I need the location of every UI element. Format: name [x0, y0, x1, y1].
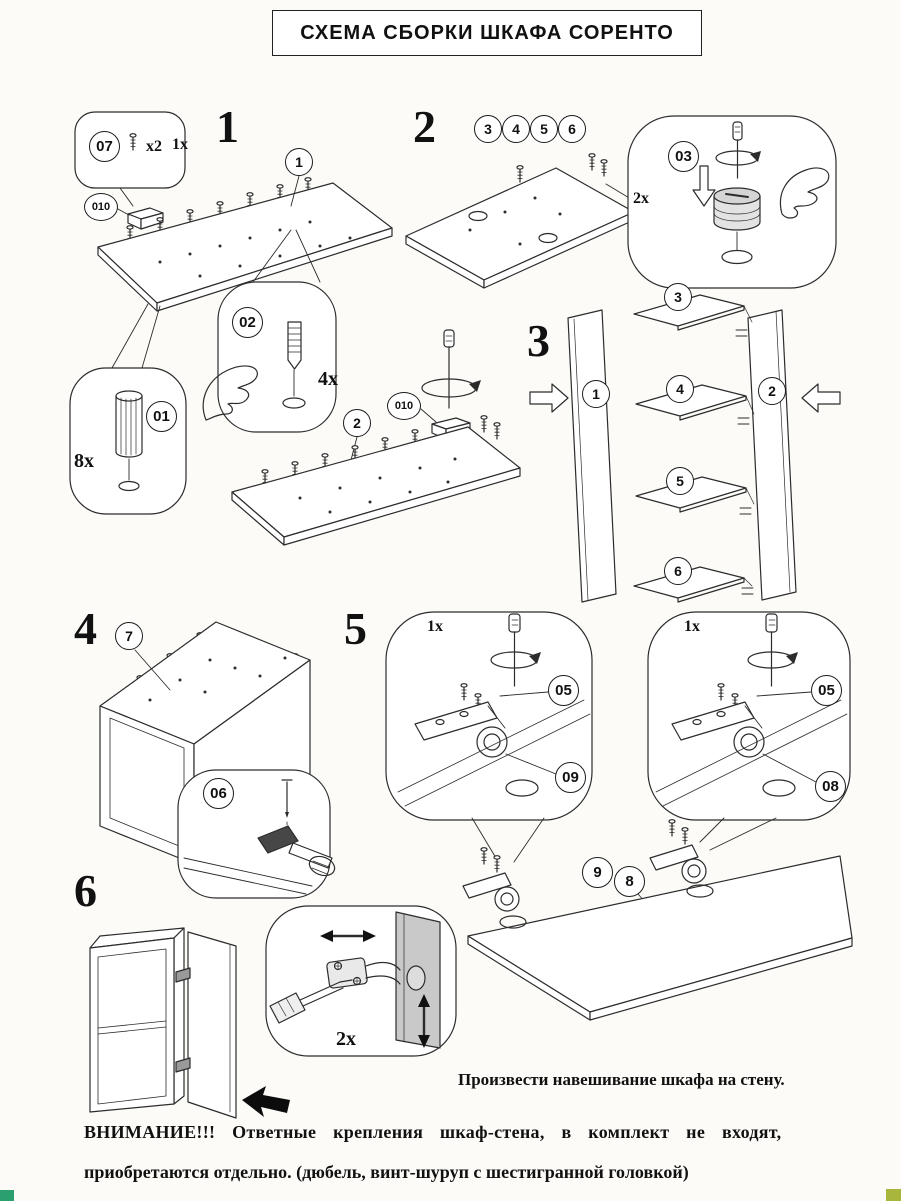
- step-2-number: 2: [413, 101, 436, 152]
- panel-icon: [405, 153, 635, 289]
- warning-line-1: ВНИМАНИЕ!!! Ответные крепления шкаф-стен…: [84, 1122, 782, 1142]
- shelf-callout-6: 6: [664, 557, 692, 585]
- qty-kit-x2: x2: [146, 138, 162, 155]
- hand-icon: [202, 365, 258, 421]
- part-callout-4: 4: [502, 115, 530, 143]
- side-panel-left-icon: [567, 309, 617, 603]
- hinge-icon: [462, 872, 520, 912]
- side-panel-right-icon: [735, 309, 797, 601]
- assemble-arrow-left-icon: [529, 383, 569, 413]
- bracket-icon: [117, 207, 164, 230]
- part-callout-5: 5: [530, 115, 558, 143]
- warning-line-2: приобретаются отдельно. (дюбель, винт-шу…: [84, 1162, 689, 1182]
- dowel-callout-bubble: [217, 281, 337, 433]
- shelf-icons: [633, 294, 755, 603]
- panel-callout-1: 1: [582, 380, 610, 408]
- shelf-callout-5: 5: [666, 467, 694, 495]
- cam-lock-icon: [713, 187, 761, 265]
- step-6-artwork: [89, 905, 457, 1119]
- press-down-arrow-icon: [692, 165, 716, 207]
- adjustment-arrows-icon: [320, 930, 430, 1048]
- nail-callout-bubble: [177, 769, 331, 899]
- mount-note: Произвести навешивание шкафа на стену.: [458, 1070, 785, 1089]
- part-callout-06: 06: [203, 778, 234, 809]
- part-callout-8: 8: [614, 866, 645, 897]
- dowel-icon: [282, 321, 306, 409]
- shelf-callout-4: 4: [666, 375, 694, 403]
- hinge-icon: [326, 957, 426, 991]
- qty-step2-2x: 2x: [633, 190, 649, 207]
- rotation-arrow-icon: [715, 150, 761, 166]
- leg-icon: [115, 390, 143, 492]
- step-6-number: 6: [74, 865, 97, 916]
- hinge-icon: [649, 844, 707, 884]
- qty-hinge-a-1x: 1x: [427, 618, 443, 635]
- page-title: СХЕМА СБОРКИ ШКАФА СОРЕНТО: [300, 21, 674, 44]
- step-4-artwork: [99, 621, 336, 899]
- screw-icon: [493, 422, 501, 440]
- step-1-artwork: [69, 111, 521, 546]
- step-3-number: 3: [527, 315, 550, 366]
- part-callout-05-b: 05: [811, 675, 842, 706]
- scan-artifact-right: [886, 1189, 901, 1201]
- open-door-icon: [175, 931, 237, 1119]
- scan-artifact-left: [0, 1190, 14, 1201]
- part-callout-08: 08: [815, 771, 846, 802]
- part-callout-9: 9: [582, 857, 613, 888]
- part-callout-09: 09: [555, 762, 586, 793]
- part-callout-01: 01: [146, 401, 177, 432]
- step-1-number: 1: [216, 101, 239, 152]
- qty-step6-2x: 2x: [336, 1028, 356, 1050]
- step-3-artwork: [529, 294, 841, 603]
- cabinet-front-icon: [89, 927, 185, 1113]
- hammer-icon: [257, 825, 336, 877]
- screwdriver-icon: [732, 121, 743, 179]
- screwdriver-icon: [443, 329, 455, 409]
- qty-leg-8x: 8x: [74, 450, 94, 472]
- screwdriver-icon: [508, 613, 521, 687]
- part-callout-05-a: 05: [548, 675, 579, 706]
- part-callout-010-b: 010: [387, 392, 421, 420]
- panel-1-icon: [97, 177, 393, 312]
- rotation-arrow-icon: [490, 651, 541, 669]
- screwdriver-icon: [765, 613, 778, 687]
- door-panel-icon: [462, 819, 853, 1021]
- assemble-arrow-right-icon: [801, 383, 841, 413]
- part-callout-010-a: 010: [84, 193, 118, 221]
- part-callout-03: 03: [668, 141, 699, 172]
- rotation-arrow-icon: [421, 378, 481, 398]
- hand-icon: [779, 167, 830, 219]
- qty-dowel-4x: 4x: [318, 368, 338, 390]
- part-callout-6: 6: [558, 115, 586, 143]
- part-callout-1: 1: [285, 148, 313, 176]
- step-2-artwork: [405, 115, 837, 289]
- panel-callout-2: 2: [758, 377, 786, 405]
- part-callout-07: 07: [89, 131, 120, 162]
- part-callout-7: 7: [115, 622, 143, 650]
- shelf-callout-3: 3: [664, 283, 692, 311]
- step-4-number: 4: [74, 603, 97, 654]
- screw-icon: [480, 415, 488, 433]
- direction-arrow-icon: [242, 1086, 290, 1117]
- rotation-arrow-icon: [747, 651, 798, 669]
- step-5-number: 5: [344, 603, 367, 654]
- qty-hinge-b-1x: 1x: [684, 618, 700, 635]
- leg-callout-bubble: [69, 367, 187, 515]
- step-5-artwork: [385, 611, 853, 1021]
- part-callout-2: 2: [343, 409, 371, 437]
- panel-2-icon: [231, 426, 521, 546]
- part-callout-02: 02: [232, 307, 263, 338]
- title-box: СХЕМА СБОРКИ ШКАФА СОРЕНТО: [272, 10, 702, 56]
- screwdriver-icon: [269, 979, 353, 1024]
- part-callout-3: 3: [474, 115, 502, 143]
- qty-kit-1x: 1x: [172, 136, 188, 153]
